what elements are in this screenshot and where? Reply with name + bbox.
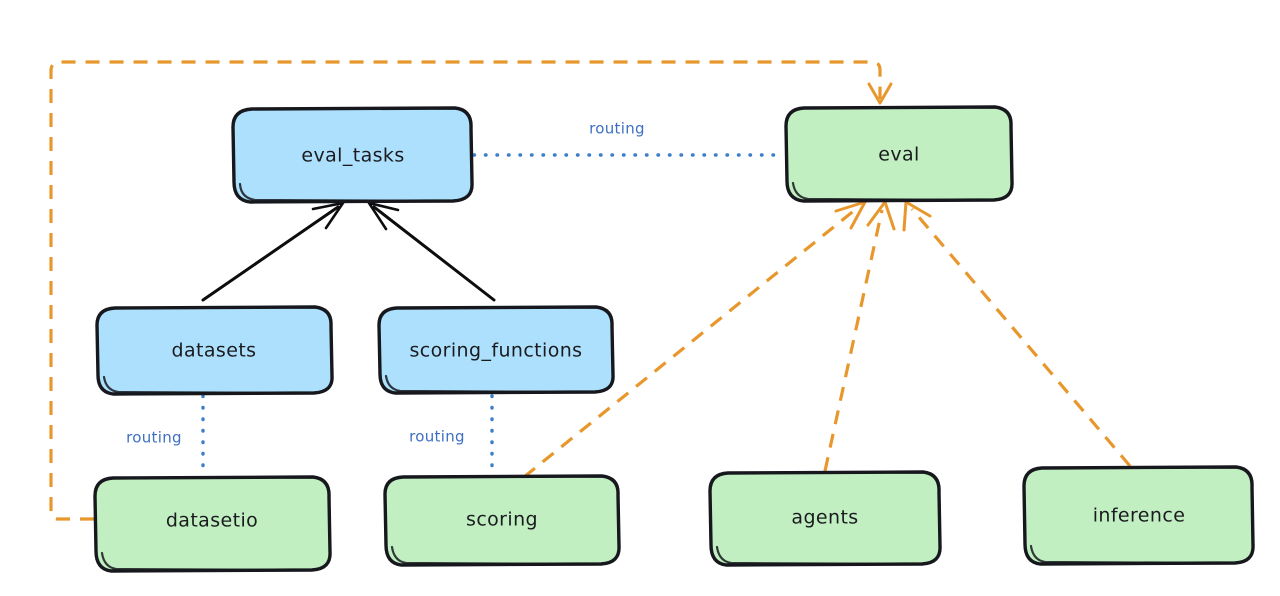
node-layer: eval_tasks eval datasets scoring_functio… xyxy=(93,105,1255,573)
node-label-eval: eval xyxy=(878,144,919,166)
node-eval[interactable]: eval xyxy=(784,105,1014,203)
edge-inference-eval[interactable] xyxy=(902,200,1132,468)
node-agents[interactable]: agents xyxy=(708,470,942,567)
node-label-eval_tasks: eval_tasks xyxy=(301,145,404,167)
node-label-scoring_functions: scoring_functions xyxy=(410,340,583,362)
node-eval_tasks[interactable]: eval_tasks xyxy=(231,106,474,204)
node-scoring_functions[interactable]: scoring_functions xyxy=(377,305,615,395)
edge-label-routing-eval-tasks-eval: routing xyxy=(589,120,645,138)
node-label-datasets: datasets xyxy=(172,340,257,362)
node-inference[interactable]: inference xyxy=(1022,465,1255,566)
node-label-scoring: scoring xyxy=(466,509,538,531)
edge-label-layer: routing routing routing xyxy=(126,120,645,447)
edge-datasets-eval_tasks[interactable] xyxy=(201,201,346,302)
node-datasets[interactable]: datasets xyxy=(95,305,334,396)
edge-label-routing-datasets-datasetio: routing xyxy=(126,429,182,447)
edge-label-routing-scoring-functions-scoring: routing xyxy=(409,428,465,446)
node-datasetio[interactable]: datasetio xyxy=(93,475,332,573)
node-label-datasetio: datasetio xyxy=(166,510,258,532)
node-scoring[interactable]: scoring xyxy=(383,474,621,567)
node-label-agents: agents xyxy=(791,507,858,529)
node-label-inference: inference xyxy=(1093,505,1186,527)
edge-scoring_functions-eval_tasks[interactable] xyxy=(366,200,496,302)
edge-datasetio-eval[interactable] xyxy=(49,60,893,521)
edge-agents-eval[interactable] xyxy=(823,200,896,472)
